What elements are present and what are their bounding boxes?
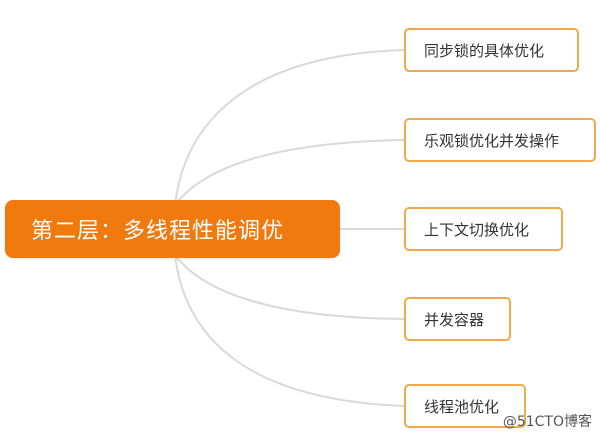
connector-5 bbox=[174, 254, 405, 407]
root-node-label: 第二层：多线程性能调优 bbox=[31, 219, 285, 244]
connector-4 bbox=[174, 254, 405, 320]
child-node-thread-pool[interactable]: 线程池优化 bbox=[404, 384, 526, 428]
root-node[interactable]: 第二层：多线程性能调优 bbox=[5, 200, 340, 258]
child-node-sync-lock[interactable]: 同步锁的具体优化 bbox=[404, 28, 579, 72]
child-node-label: 并发容器 bbox=[424, 310, 485, 329]
child-node-optimistic-lock[interactable]: 乐观锁优化并发操作 bbox=[404, 118, 596, 162]
child-node-label: 上下文切换优化 bbox=[424, 220, 530, 239]
child-node-label: 同步锁的具体优化 bbox=[424, 41, 545, 60]
connector-2 bbox=[174, 139, 405, 206]
child-node-label: 线程池优化 bbox=[424, 397, 500, 416]
connector-1 bbox=[174, 49, 405, 206]
watermark: @51CTO博客 bbox=[502, 414, 592, 430]
connectors bbox=[174, 49, 405, 407]
child-node-label: 乐观锁优化并发操作 bbox=[424, 131, 560, 150]
child-node-context-switch[interactable]: 上下文切换优化 bbox=[404, 207, 563, 251]
child-node-concurrent-container[interactable]: 并发容器 bbox=[404, 297, 511, 341]
